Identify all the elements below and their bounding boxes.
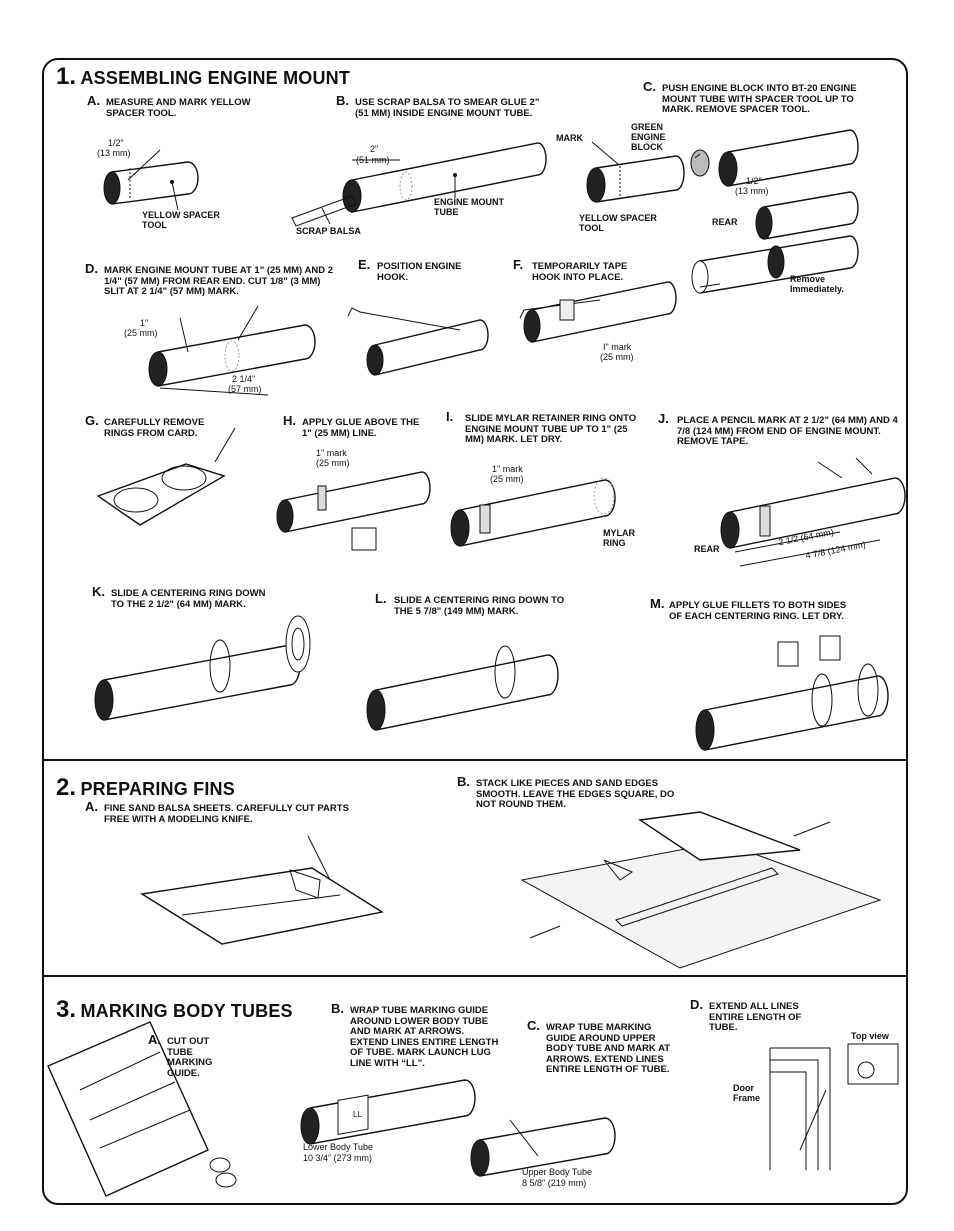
label: (13 mm)	[735, 186, 769, 196]
step-1c: C.PUSH ENGINE BLOCK INTO BT-20 ENGINE MO…	[643, 79, 857, 115]
stacked-fins-illustration	[522, 812, 880, 968]
section-divider	[42, 759, 908, 761]
label: REAR	[712, 217, 738, 227]
step-3b: B.WRAP TUBE MARKING GUIDE AROUND LOWER B…	[331, 1001, 499, 1069]
taped-hook-illustration	[520, 282, 676, 342]
label: (13 mm)	[97, 148, 131, 158]
label: 1" mark	[316, 448, 347, 458]
label: 2 1/4"	[232, 374, 256, 384]
label: 1/2"	[108, 138, 124, 148]
section-title-2: 2. PREPARING FINS	[56, 774, 235, 801]
centering-ring-l-illustration	[367, 646, 558, 730]
label: SCRAP BALSA	[296, 226, 361, 236]
pencil-mark-illustration	[721, 458, 905, 566]
step-2b: B.STACK LIKE PIECES AND SAND EDGES SMOOT…	[457, 774, 675, 810]
engine-hook-illustration	[348, 308, 488, 375]
marking-guide-illustration	[48, 1022, 236, 1196]
label: I" mark	[603, 342, 632, 352]
glue-tube-illustration	[277, 472, 430, 550]
fin-sheet-illustration	[142, 836, 382, 944]
lower-body-tube-illustration	[301, 1080, 475, 1144]
step-1l: L.SLIDE A CENTERING RING DOWN TO THE 5 7…	[375, 591, 565, 617]
step-1i: I.SLIDE MYLAR RETAINER RING ONTO ENGINE …	[446, 409, 637, 445]
label: (25 mm)	[490, 474, 524, 484]
label: (51 mm)	[356, 155, 390, 165]
label: 1" mark	[492, 464, 523, 474]
label: (25 mm)	[316, 458, 350, 468]
label: 2"	[370, 144, 379, 154]
step-1h: H.APPLY GLUE ABOVE THE 1" (25 MM) LINE.	[283, 413, 420, 439]
label: MARK	[556, 133, 583, 143]
ring-card-illustration	[98, 428, 235, 525]
step-1a: A.MEASURE AND MARK YELLOW SPACER TOOL.	[87, 93, 251, 119]
section-title-1: 1. ASSEMBLING ENGINE MOUNT	[56, 63, 351, 90]
step-3d: D.EXTEND ALL LINES ENTIRE LENGTH OF TUBE…	[690, 997, 802, 1033]
label: GREEN ENGINE BLOCK	[631, 122, 666, 152]
label: REAR	[694, 544, 720, 554]
label: Lower Body Tube	[303, 1142, 374, 1152]
step-1f: F.TEMPORARILY TAPE HOOK INTO PLACE.	[513, 257, 628, 283]
step-1g: G.CAREFULLY REMOVE RINGS FROM CARD.	[85, 413, 205, 439]
label: 8 5/8" (219 mm)	[522, 1178, 587, 1188]
mylar-ring-illustration	[451, 478, 615, 546]
engine-mount-tube-illustration	[292, 143, 546, 226]
centering-ring-k-illustration	[95, 616, 310, 720]
section-title-3: 3. MARKING BODY TUBES	[56, 996, 293, 1023]
label: YELLOW SPACER TOOL	[579, 213, 657, 233]
label: Top view	[851, 1031, 889, 1041]
step-1b: B.USE SCRAP BALSA TO SMEAR GLUE 2" (51 M…	[336, 93, 540, 119]
label: ENGINE MOUNT TUBE	[434, 197, 505, 217]
step-2a: A.FINE SAND BALSA SHEETS. CAREFULLY CUT …	[85, 799, 349, 825]
step-1m: M.APPLY GLUE FILLETS TO BOTH SIDES OF EA…	[650, 596, 847, 622]
section-divider	[42, 975, 908, 977]
step-3c: C.WRAP TUBE MARKING GUIDE AROUND UPPER B…	[527, 1018, 671, 1075]
tube-marking-illustration	[149, 306, 315, 395]
instruction-frame	[42, 58, 908, 1205]
step-1e: E.POSITION ENGINE HOOK.	[358, 257, 462, 283]
label: Upper Body Tube	[522, 1167, 593, 1177]
door-frame-illustration	[770, 1044, 898, 1170]
label: Remove Immediately.	[790, 274, 844, 294]
label: 1/2"	[746, 176, 762, 186]
label: (25 mm)	[124, 328, 158, 338]
label: (57 mm)	[228, 384, 262, 394]
step-1k: K.SLIDE A CENTERING RING DOWN TO THE 2 1…	[92, 584, 266, 610]
label: LL	[353, 1110, 362, 1119]
step-1d: D.MARK ENGINE MOUNT TUBE AT 1" (25 MM) A…	[85, 261, 333, 297]
label: YELLOW SPACER TOOL	[142, 210, 220, 230]
step-3a: A.CUT OUT TUBE MARKING GUIDE.	[148, 1032, 213, 1079]
glue-fillet-illustration	[696, 636, 888, 750]
label: MYLAR RING	[603, 528, 635, 548]
label: Door Frame	[733, 1083, 761, 1103]
engine-block-illustration	[587, 130, 858, 293]
label: 1"	[140, 318, 149, 328]
step-1j: J.PLACE A PENCIL MARK AT 2 1/2" (64 MM) …	[658, 411, 898, 447]
spacer-tool-illustration	[104, 150, 198, 210]
upper-body-tube-illustration	[471, 1118, 615, 1176]
label: 10 3/4” (273 mm)	[303, 1153, 373, 1163]
label: (25 mm)	[600, 352, 634, 362]
